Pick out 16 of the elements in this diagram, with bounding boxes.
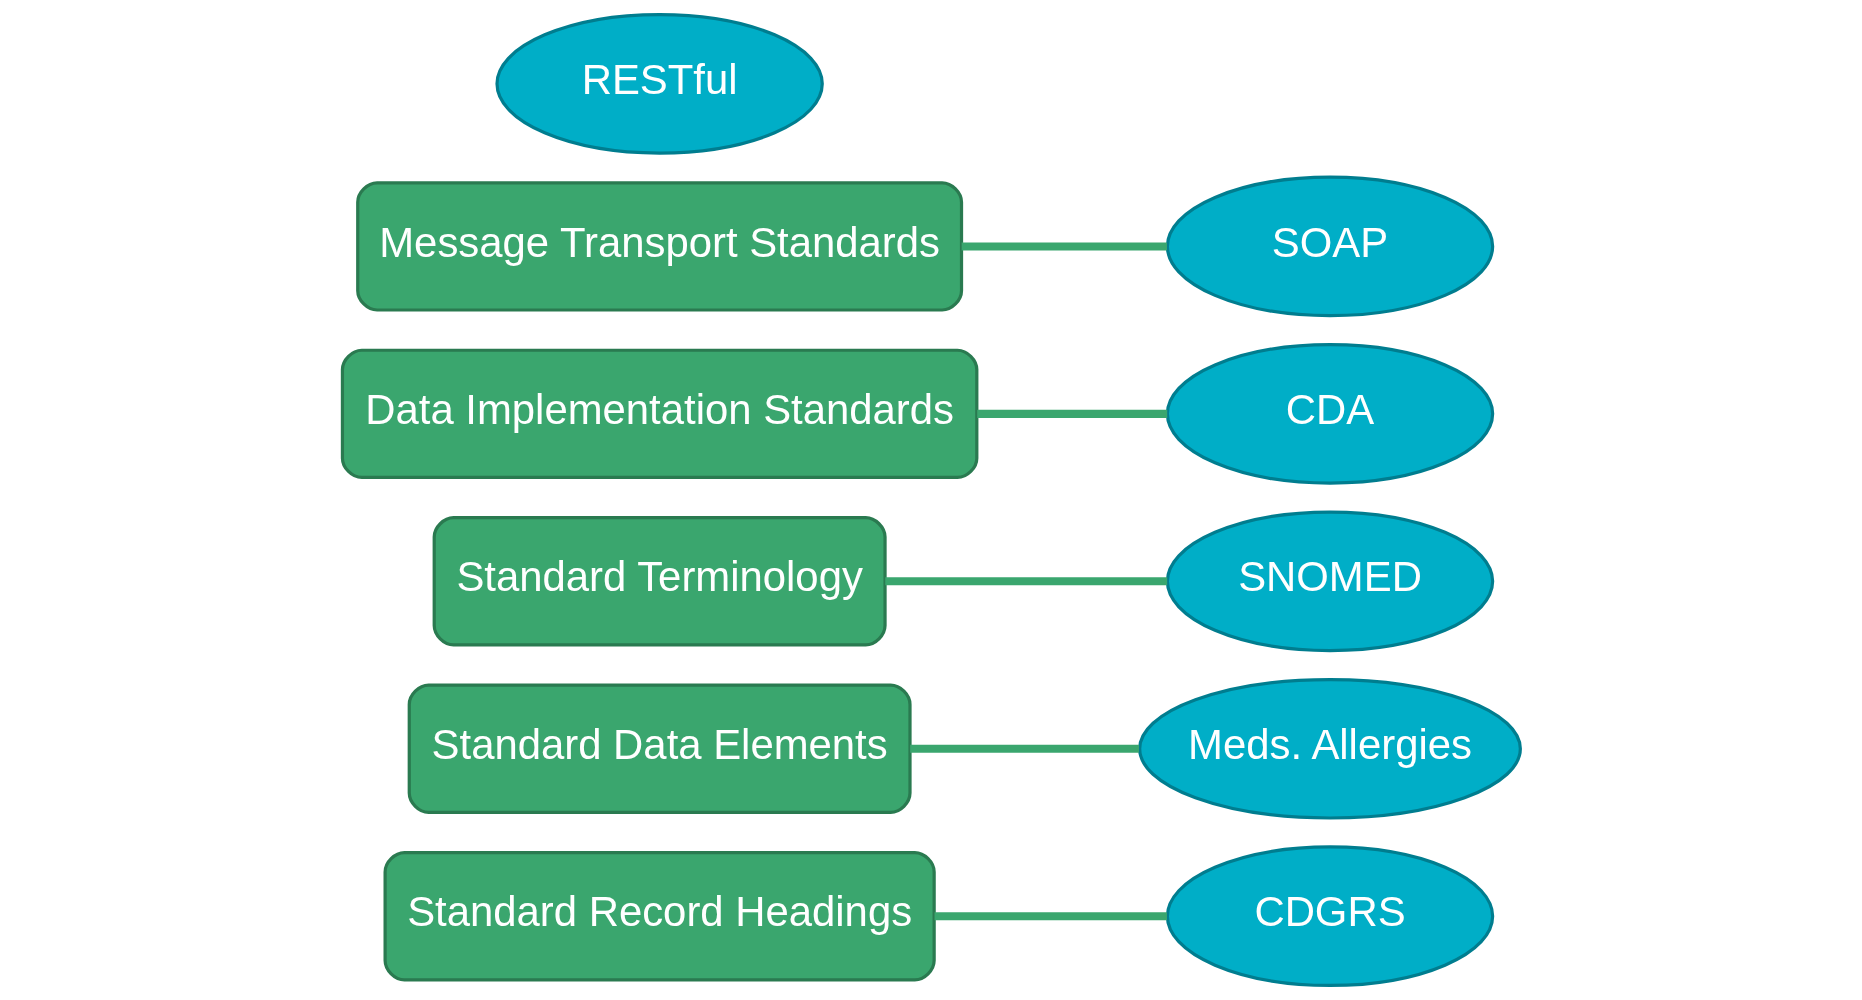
node-ellipse: SOAP	[1165, 175, 1494, 318]
connector	[961, 242, 1167, 251]
node-ellipse: RESTful	[494, 12, 824, 155]
connector	[934, 912, 1167, 921]
node-box: Data Implementation Standards	[340, 348, 978, 480]
node-ellipse: CDGRS	[1165, 845, 1494, 988]
connector	[909, 744, 1139, 753]
node-box: Standard Data Elements	[407, 683, 912, 814]
node-ellipse: SNOMED	[1165, 510, 1494, 653]
connector	[884, 577, 1167, 586]
node-ellipse: Meds. Allergies	[1137, 677, 1522, 820]
node-box: Standard Record Headings	[383, 851, 936, 982]
node-box: Message Transport Standards	[355, 181, 963, 312]
node-ellipse: CDA	[1165, 343, 1494, 485]
connector	[976, 409, 1167, 418]
node-box: Standard Terminology	[432, 516, 887, 647]
